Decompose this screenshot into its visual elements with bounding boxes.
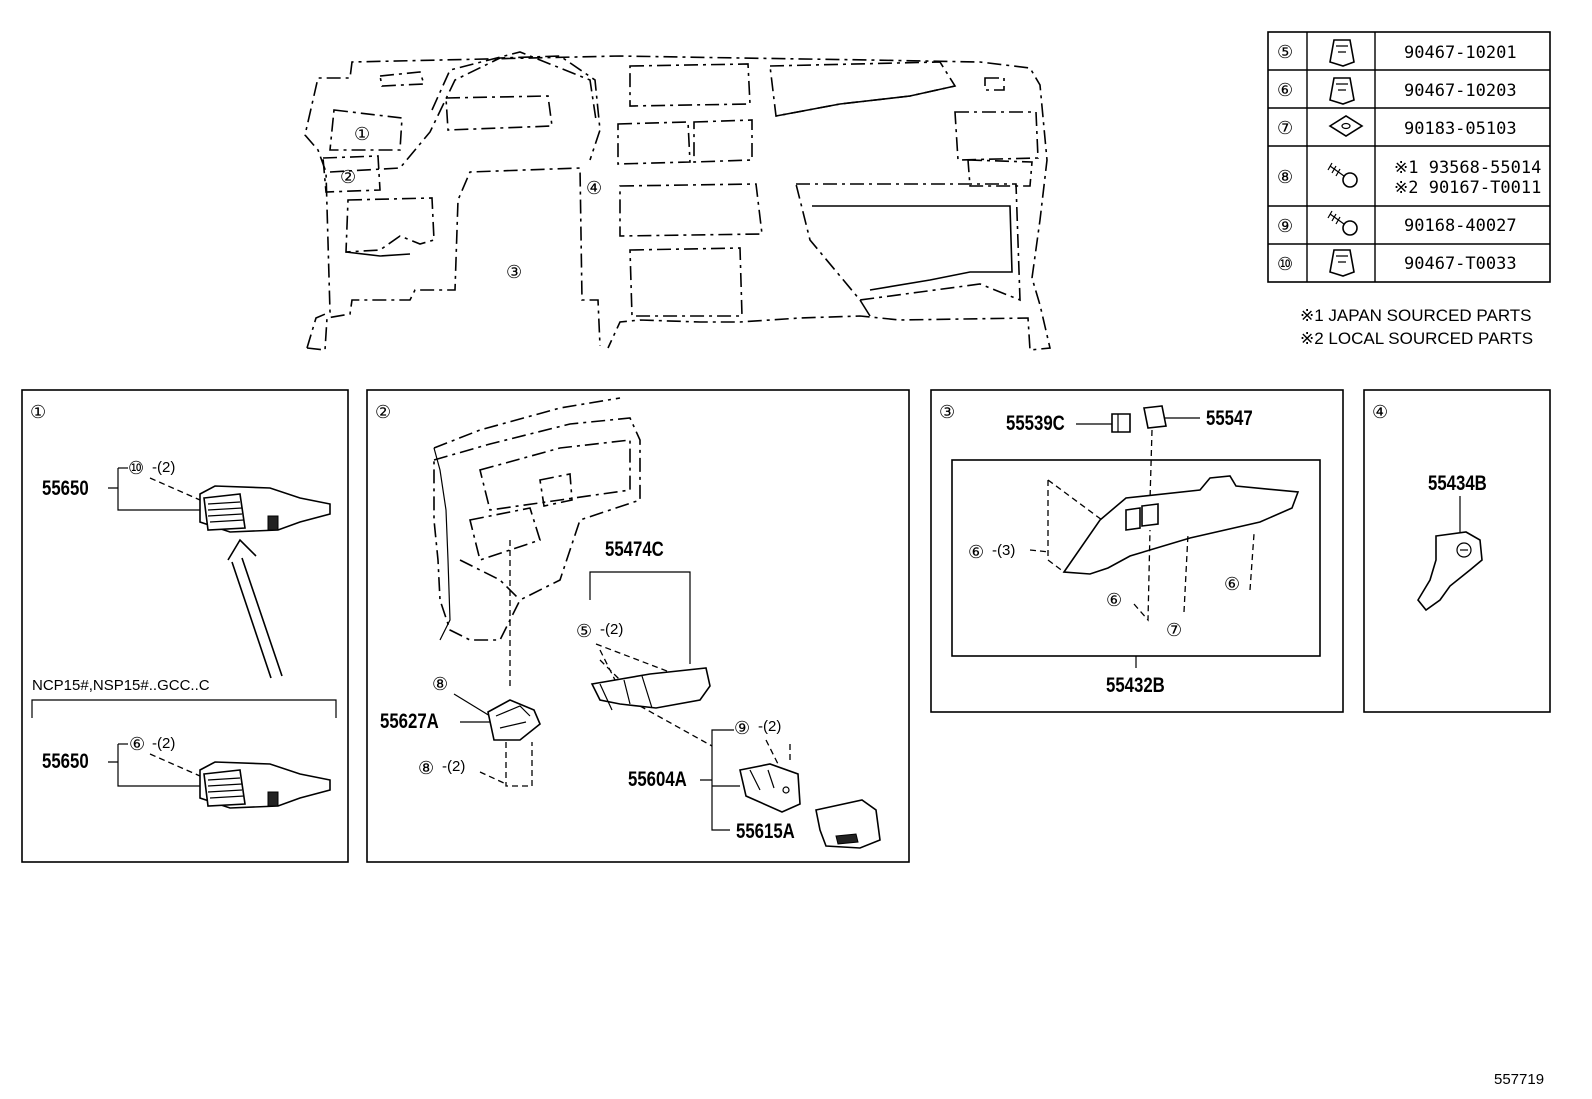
diagram-id: 557719 — [1494, 1071, 1544, 1088]
glove-box-latch — [739, 763, 801, 813]
callout-7: ⑦ — [1166, 620, 1182, 640]
parts-table: ⑤ 90467-10201 ⑥ 90467-10203 ⑦ 90183-0510… — [1267, 31, 1551, 348]
dashboard-perspective — [433, 397, 641, 690]
air-vent — [199, 485, 331, 533]
panel-2-number: ② — [375, 402, 391, 422]
qty-6: -(2) — [152, 735, 175, 752]
callout-9: ⑨ — [734, 718, 750, 738]
callout-5: ⑤ — [576, 621, 592, 641]
bracket — [487, 699, 541, 741]
panel-4: ④ 55434B — [1363, 389, 1551, 713]
clip-icon — [1329, 77, 1355, 105]
table-part-10: 90467-T0033 — [1404, 254, 1517, 274]
table-ref-10: ⑩ — [1277, 254, 1293, 274]
table-ref-6: ⑥ — [1277, 80, 1293, 100]
table-part-5: 90467-10201 — [1404, 43, 1517, 63]
part-55432B: 55432B — [1106, 674, 1165, 697]
qty-6a: -(3) — [992, 542, 1015, 559]
note-japan: ※1 JAPAN SOURCED PARTS — [1300, 306, 1532, 325]
qty-9: -(2) — [758, 718, 781, 735]
part-55650-a: 55650 — [42, 477, 89, 500]
callout-2: ② — [340, 167, 356, 187]
table-ref-9: ⑨ — [1277, 216, 1293, 236]
table-ref-7: ⑦ — [1277, 118, 1293, 138]
callout-6a: ⑥ — [968, 542, 984, 562]
panel-1: ① 55650 ⑩ -(2) NCP15#,NSP15#..GCC..C 556… — [21, 389, 349, 863]
table-ref-5: ⑤ — [1277, 42, 1293, 62]
part-55604A: 55604A — [628, 768, 687, 791]
table-part-8b: ※2 90167-T0011 — [1394, 178, 1541, 198]
part-55627A: 55627A — [380, 710, 439, 733]
clip-icon — [1329, 39, 1355, 67]
callout-8a: ⑧ — [432, 674, 448, 694]
variant-label: NCP15#,NSP15#..GCC..C — [32, 677, 210, 694]
part-55474C: 55474C — [605, 538, 664, 561]
qty-8b: -(2) — [442, 758, 465, 775]
clip-icon — [1329, 249, 1355, 277]
panel-2: ② 55474C ⑤ -(2) ⑧ 55627A ⑧ — [366, 389, 910, 863]
side-panel — [1417, 531, 1483, 612]
screw-icon — [1327, 210, 1358, 236]
callout-10: ⑩ — [128, 458, 144, 478]
qty-10: -(2) — [152, 459, 175, 476]
table-part-9: 90168-40027 — [1404, 216, 1517, 236]
arrow — [227, 538, 283, 679]
switch-bezel — [1143, 405, 1167, 429]
callout-6: ⑥ — [129, 734, 145, 754]
part-55547: 55547 — [1206, 407, 1253, 430]
callout-6c: ⑥ — [1224, 574, 1240, 594]
callout-4: ④ — [586, 178, 602, 198]
air-vent — [199, 761, 331, 809]
lower-panel — [1062, 475, 1300, 575]
panel-3: ③ 55539C 55547 ⑥ -(3) ⑥ ⑦ ⑥ 55432B — [930, 389, 1344, 713]
part-55539C: 55539C — [1006, 412, 1065, 435]
note-local: ※2 LOCAL SOURCED PARTS — [1300, 329, 1533, 348]
switch-plug — [1111, 413, 1131, 433]
qty-5: -(2) — [600, 621, 623, 638]
part-55615A: 55615A — [736, 820, 795, 843]
callout-8b: ⑧ — [418, 758, 434, 778]
table-part-7: 90183-05103 — [1404, 119, 1517, 139]
part-55434B: 55434B — [1428, 472, 1487, 495]
trim-panel — [590, 667, 711, 711]
panel-4-number: ④ — [1372, 402, 1388, 422]
table-part-6: 90467-10203 — [1404, 81, 1517, 101]
part-55650-b: 55650 — [42, 750, 89, 773]
table-part-8a: ※1 93568-55014 — [1394, 158, 1541, 178]
callout-6b: ⑥ — [1106, 590, 1122, 610]
callout-3: ③ — [506, 262, 522, 282]
table-ref-8: ⑧ — [1277, 167, 1293, 187]
screw-icon — [1327, 162, 1358, 188]
dashboard-overview: ① ② ③ ④ — [304, 51, 1051, 351]
callout-1: ① — [354, 124, 370, 144]
cover-panel — [815, 799, 881, 849]
nut-icon — [1328, 115, 1364, 137]
panel-1-number: ① — [30, 402, 46, 422]
panel-3-number: ③ — [939, 402, 955, 422]
